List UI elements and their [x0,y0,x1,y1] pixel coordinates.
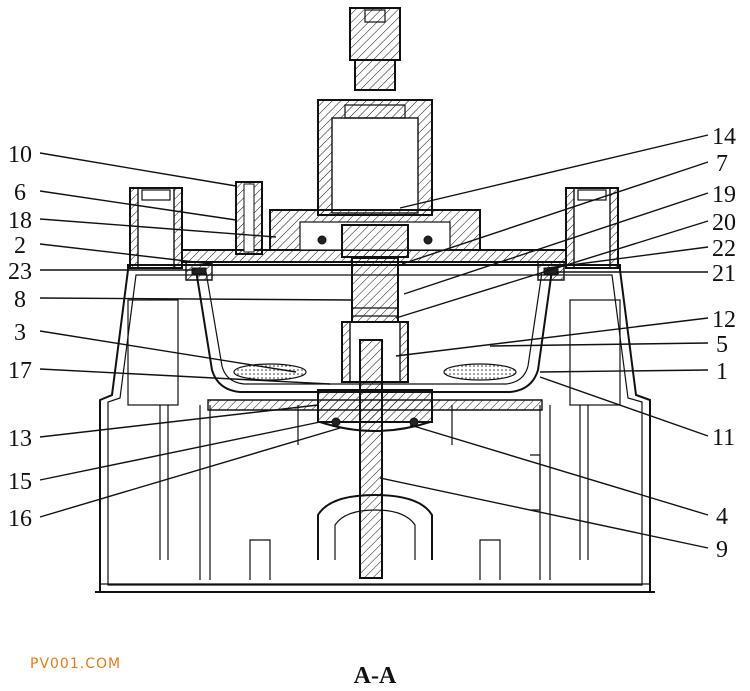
label-21: 21 [712,261,736,287]
label-16: 16 [8,506,32,532]
label-13: 13 [8,426,32,452]
label-14: 14 [712,124,736,150]
label-10: 10 [8,142,32,168]
label-4: 4 [716,504,728,530]
label-23: 23 [8,259,32,285]
label-19: 19 [712,182,736,208]
label-2: 2 [14,233,26,259]
top-column [269,7,481,251]
label-5: 5 [716,332,728,358]
right-post [565,187,621,406]
label-7: 7 [716,151,728,177]
leader-lines [39,134,709,549]
label-9: 9 [716,537,728,563]
label-3: 3 [14,320,26,346]
labels-right: 14 7 19 20 22 21 12 5 1 11 4 9 [712,124,736,563]
central-shaft [297,224,453,579]
label-20: 20 [712,210,736,236]
label-17: 17 [8,358,32,384]
label-6: 6 [14,180,26,206]
label-8: 8 [14,287,26,313]
label-18: 18 [8,208,32,234]
nozzle [235,181,263,255]
section-caption: A-A [354,663,397,689]
labels-left: 10 6 18 2 23 8 3 17 13 15 16 [8,142,32,532]
label-22: 22 [712,236,736,262]
watermark: PV001.COM [30,656,121,672]
label-11: 11 [712,425,735,451]
label-15: 15 [8,469,32,495]
left-post [127,187,183,406]
label-1: 1 [716,359,728,385]
label-12: 12 [712,307,736,333]
